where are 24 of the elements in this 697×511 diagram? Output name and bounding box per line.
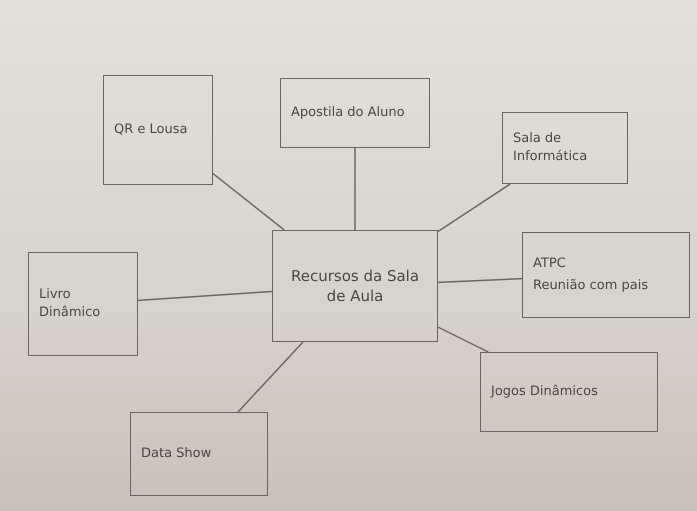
node-text: Apostila do Aluno bbox=[291, 104, 405, 122]
connector-line bbox=[237, 342, 304, 412]
node-text: Livro Dinâmico bbox=[39, 286, 102, 322]
node-text: Data Show bbox=[141, 445, 212, 463]
node-text: Jogos Dinâmicos bbox=[491, 383, 598, 401]
central-topic-box bbox=[272, 230, 438, 342]
node-text: Reunião com pais bbox=[533, 277, 648, 295]
topic-box bbox=[502, 112, 628, 184]
connector-line bbox=[354, 148, 356, 230]
connector-line bbox=[438, 326, 489, 353]
node-text: QR e Lousa bbox=[114, 121, 188, 139]
topic-box bbox=[522, 232, 690, 318]
topic-box bbox=[28, 252, 138, 356]
node-text: ATPC bbox=[533, 255, 566, 273]
topic-box bbox=[103, 75, 213, 185]
topic-box bbox=[280, 78, 430, 148]
connector-line bbox=[138, 290, 272, 302]
topic-box bbox=[130, 412, 268, 496]
topic-box bbox=[480, 352, 658, 432]
connector-line bbox=[438, 278, 522, 284]
connector-line bbox=[212, 172, 285, 231]
node-text: Recursos da Sala de Aula bbox=[290, 266, 420, 306]
connector-line bbox=[438, 183, 511, 232]
node-text: Sala de Informática bbox=[513, 130, 588, 166]
